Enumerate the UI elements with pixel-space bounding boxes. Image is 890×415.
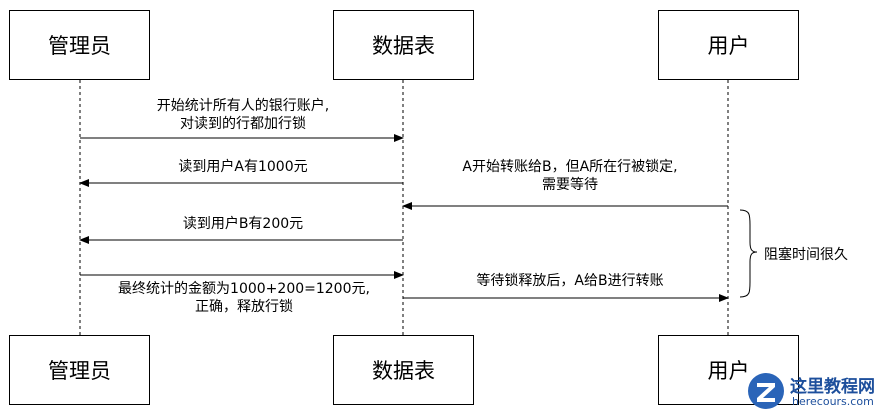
participant-label: 数据表 (372, 34, 435, 58)
message-m2-label: 读到用户A有1000元 (118, 158, 368, 176)
participant-admin-top: 管理员 (9, 10, 150, 80)
participant-label: 用户 (707, 34, 750, 58)
message-m1-label: 开始统计所有人的银行账户, 对读到的行都加行锁 (118, 97, 368, 133)
message-m6-label: 最终统计的金额为1000+200=1200元, 正确，释放行锁 (96, 280, 392, 316)
participant-label: 管理员 (48, 34, 111, 58)
message-line: 等待锁释放后，A给B进行转账 (476, 273, 664, 289)
message-line: A开始转账给B，但A所在行被锁定, (462, 159, 678, 175)
watermark-logo-icon (748, 373, 784, 409)
message-m3-label: A开始转账给B，但A所在行被锁定, 需要等待 (430, 158, 710, 194)
blocked-brace (739, 209, 758, 298)
message-line: 读到用户A有1000元 (178, 159, 308, 175)
participant-admin-bottom: 管理员 (9, 335, 150, 405)
watermark: 这里教程网 herecours.com (746, 370, 888, 412)
message-line: 对读到的行都加行锁 (180, 116, 306, 132)
participant-table-bottom: 数据表 (333, 335, 474, 405)
watermark-site-name: 这里教程网 (790, 377, 875, 397)
watermark-url: herecours.com (792, 395, 874, 408)
message-line: 最终统计的金额为1000+200=1200元, (118, 281, 370, 297)
message-line: 读到用户B有200元 (182, 216, 304, 232)
message-m5-label: 等待锁释放后，A给B进行转账 (430, 272, 710, 290)
message-line: 需要等待 (542, 177, 598, 193)
participant-label: 管理员 (48, 359, 111, 383)
blocked-annotation: 阻塞时间很久 (764, 247, 848, 263)
message-m4-label: 读到用户B有200元 (118, 215, 368, 233)
participant-user-top: 用户 (658, 10, 799, 80)
participant-label: 用户 (707, 359, 750, 383)
participant-label: 数据表 (372, 359, 435, 383)
message-line: 开始统计所有人的银行账户, (156, 98, 330, 114)
participant-table-top: 数据表 (333, 10, 474, 80)
message-line: 正确，释放行锁 (195, 299, 293, 315)
